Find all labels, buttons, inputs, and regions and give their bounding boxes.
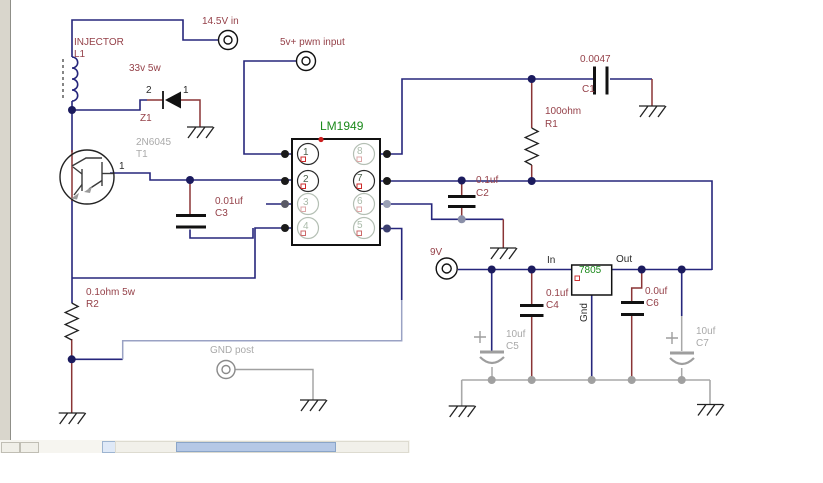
label-c3: C3 <box>215 208 228 219</box>
emitter-arrow <box>71 193 79 200</box>
label-t1val: 2N6045 <box>136 137 172 148</box>
wire-pin7-vcc <box>380 180 713 270</box>
wire-battery-top <box>71 19 218 57</box>
pad-pwm <box>295 50 317 72</box>
label-r1val: 100ohm <box>545 106 582 117</box>
horizontal-scrollbar-track[interactable] <box>115 441 409 453</box>
cap-c6 <box>621 301 644 316</box>
window-left-border <box>0 0 11 452</box>
label-gnd7805: Gnd <box>579 303 590 322</box>
label-pin7: 7 <box>357 173 363 184</box>
label-c5: C5 <box>506 341 519 352</box>
wire-injector-zener <box>72 99 147 111</box>
label-v9: 9V <box>430 247 443 258</box>
zener-symbol <box>162 91 181 109</box>
cap-c7 <box>666 332 695 366</box>
ground-zener <box>186 126 215 139</box>
wire-gnd-post <box>235 368 314 400</box>
resistor-r2 <box>63 302 80 341</box>
label-u7805: 7805 <box>579 265 602 276</box>
net-wires <box>71 19 713 380</box>
label-c1val: 0.0047 <box>580 54 611 65</box>
ground-gnd-post <box>299 399 328 412</box>
regulator-origin-square <box>574 275 580 281</box>
electrolytic-symbols <box>474 331 695 366</box>
wire-pin4-emitter <box>72 227 292 279</box>
label-v145: 14.5V in <box>202 16 239 27</box>
pad-9v <box>435 257 458 280</box>
connector-pads <box>216 29 458 380</box>
pad-14v5 <box>217 29 239 51</box>
label-pin4: 4 <box>303 221 309 232</box>
label-pin1: 1 <box>303 147 309 158</box>
label-gndpost: GND post <box>210 345 254 356</box>
ground-c2 <box>489 247 518 260</box>
wire-sense-long <box>121 300 403 360</box>
transistor-symbol <box>59 149 115 205</box>
wire-pin6 <box>380 203 504 221</box>
label-r2val: 0.1ohm 5w <box>86 287 135 298</box>
label-c6: C6 <box>646 298 659 309</box>
label-c4: C4 <box>546 300 559 311</box>
inductor-symbol <box>62 56 79 102</box>
cap-c3 <box>176 214 206 229</box>
toolbar-fragment-icon[interactable] <box>20 442 39 453</box>
label-c4val: 0.1uf <box>546 288 569 299</box>
ground-c1 <box>638 105 667 118</box>
label-pwm: 5v+ pwm input <box>280 37 345 48</box>
horizontal-scrollbar-thumb[interactable] <box>176 442 336 452</box>
resistor-symbols <box>63 127 540 341</box>
wire-pin5-stub <box>380 227 403 300</box>
emitter-arrow <box>84 186 92 193</box>
label-injector: INJECTOR <box>74 37 124 48</box>
label-t1base: 1 <box>119 161 125 172</box>
ic-origin-dot <box>318 136 324 143</box>
label-r2: R2 <box>86 299 99 310</box>
label-pin3: 3 <box>303 197 309 208</box>
ground-r2 <box>58 412 87 425</box>
label-c2: C2 <box>476 188 489 199</box>
label-r1: R1 <box>545 119 558 130</box>
label-outlabel: Out <box>616 254 633 265</box>
label-c2val: 0.1uf <box>476 175 499 186</box>
label-t1: T1 <box>136 149 148 160</box>
label-c7val: 10uf <box>696 326 716 337</box>
ground-bus <box>460 379 711 406</box>
faded-wires <box>121 300 711 406</box>
cap-c1 <box>593 66 609 95</box>
pad-gnd-post <box>216 359 236 380</box>
pin-origin-squares <box>300 156 362 236</box>
junction-dots <box>67 75 686 384</box>
label-z1: Z1 <box>140 113 152 124</box>
cap-c5 <box>474 331 505 365</box>
label-c7: C7 <box>696 338 709 349</box>
wire-base-pin2 <box>110 172 292 181</box>
label-z1val: 33v 5w <box>129 63 161 74</box>
label-pin8: 8 <box>357 146 363 157</box>
label-z1p1: 1 <box>183 85 189 96</box>
label-c3val: 0.01uf <box>215 196 243 207</box>
resistor-r1 <box>523 127 540 166</box>
cap-c4 <box>520 304 544 317</box>
capacitor-symbols <box>176 66 644 317</box>
wire-pwm-pin1 <box>243 60 296 155</box>
label-c1: C1 <box>582 84 595 95</box>
label-z1p2: 2 <box>146 85 152 96</box>
label-pin2: 2 <box>303 174 309 185</box>
label-icname: LM1949 <box>320 119 364 133</box>
regulator-7805 <box>570 264 613 296</box>
label-c5val: 10uf <box>506 329 526 340</box>
toolbar-fragment-icon[interactable] <box>1 442 20 453</box>
wire-c3-bottom <box>189 228 254 239</box>
label-inlabel: In <box>547 255 556 266</box>
label-pin6: 6 <box>357 196 363 207</box>
ic-lm1949 <box>291 136 381 246</box>
cap-c2 <box>448 195 476 208</box>
ground-bus-right <box>696 403 725 417</box>
label-c6val: 0.0uf <box>645 286 668 297</box>
ground-bus-left <box>448 405 477 418</box>
label-pin5: 5 <box>357 220 363 231</box>
label-l1: L1 <box>74 49 86 60</box>
